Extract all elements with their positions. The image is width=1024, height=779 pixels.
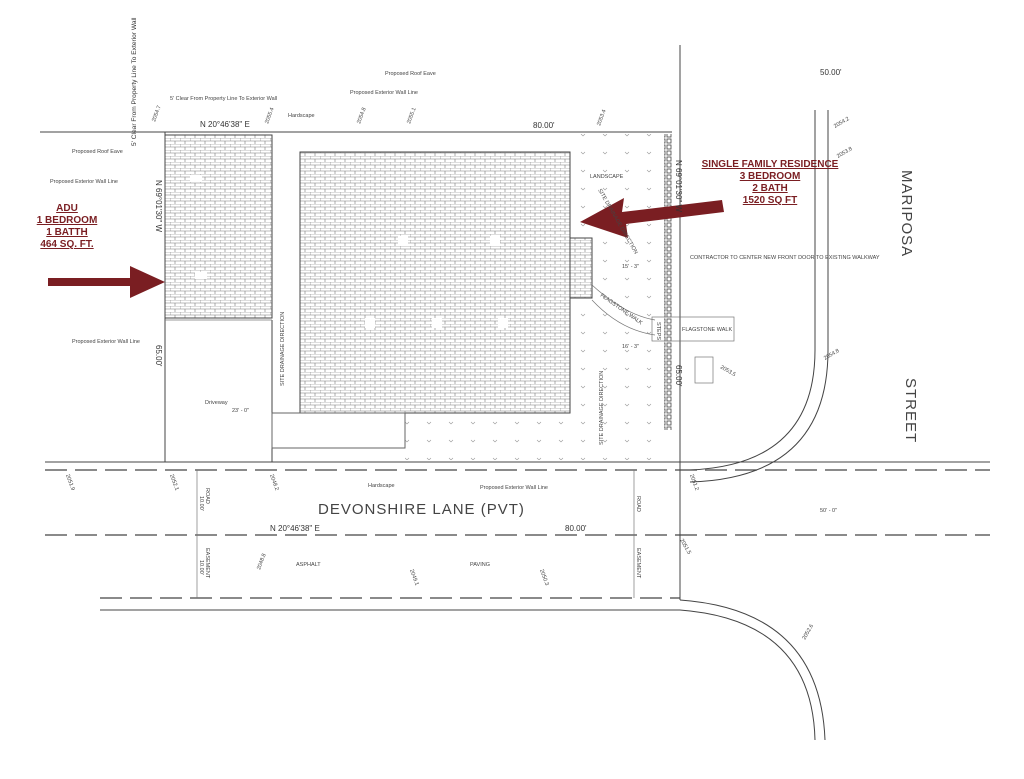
flagstone-walk-path	[591, 299, 656, 336]
svg-text:2051.2: 2051.2	[688, 474, 699, 492]
devonshire-label: DEVONSHIRE LANE (PVT)	[318, 501, 525, 518]
road-label: ROAD	[204, 488, 210, 504]
note-landscape: LANDSCAPE	[590, 174, 624, 180]
note-clear-2: 5' Clear From Property Line To Exterior …	[131, 17, 138, 146]
dim-road-width: 10.00'	[198, 496, 204, 511]
dim-side-bearing: N 69°01'30" W	[154, 180, 163, 232]
dim-easement-width: 10.00'	[198, 560, 204, 575]
dim-road-bearing: N 20°46'38" E	[270, 524, 320, 533]
residence-building	[299, 151, 571, 414]
svg-text:2048.2: 2048.2	[268, 474, 279, 492]
svg-text:2048.8: 2048.8	[256, 553, 267, 571]
dim-east-bearing: N 69°01'30" W	[674, 160, 683, 212]
residence-porch	[569, 237, 593, 299]
dim-walk-1: 15' - 3"	[622, 264, 639, 270]
note-driveway: Driveway	[205, 400, 228, 406]
svg-text:2049.1: 2049.1	[408, 569, 419, 587]
landscape-area-south	[405, 413, 570, 460]
adu-bedrooms: 1 BEDROOM	[37, 215, 98, 226]
svg-text:2054.2: 2054.2	[833, 116, 851, 130]
note-ext-wall-3: Proposed Exterior Wall Line	[350, 90, 418, 96]
note-roof-eave: Proposed Roof Eave	[72, 149, 123, 155]
dim-street-row: 50' - 0"	[820, 508, 837, 514]
dim-east-length: 65.00'	[674, 365, 683, 387]
note-steps: STEPS	[655, 322, 661, 340]
svg-text:2053.8: 2053.8	[836, 146, 854, 160]
adu-building	[164, 134, 273, 319]
street-label: STREET	[902, 378, 919, 443]
dim-walk-2: 16' - 3"	[622, 344, 639, 350]
note-flagstone-2: FLAGSTONE WALK	[682, 327, 732, 333]
note-contractor: CONTRACTOR TO CENTER NEW FRONT DOOR TO E…	[690, 255, 880, 261]
residence-title: SINGLE FAMILY RESIDENCE	[702, 159, 839, 170]
note-ext-wall-2: Proposed Exterior Wall Line	[72, 339, 140, 345]
residence-baths: 2 BATH	[752, 183, 787, 194]
fence	[664, 134, 672, 430]
svg-text:2055.4: 2055.4	[264, 107, 275, 125]
note-hardscape: Hardscape	[288, 113, 315, 119]
svg-text:2055.1: 2055.1	[406, 107, 417, 125]
note-hardscape-2: Hardscape	[368, 483, 395, 489]
note-clear-1: 5' Clear From Property Line To Exterior …	[170, 96, 277, 102]
roof-vents	[190, 175, 508, 328]
flagstone-walk	[651, 316, 735, 342]
svg-text:2052.1: 2052.1	[168, 474, 179, 492]
note-ext-wall-4: Proposed Exterior Wall Line	[480, 485, 548, 491]
adu-arrow	[48, 266, 165, 298]
note-drainage-2: SITE DRAINAGE DIRECTION	[280, 312, 286, 386]
hardscape-patio	[271, 412, 406, 449]
note-asphalt: ASPHALT	[296, 562, 321, 568]
residence-area: 1520 SQ FT	[743, 195, 797, 206]
dim-road-length: 80.00'	[565, 524, 587, 533]
dim-driveway: 23' - 0"	[232, 408, 249, 414]
adu-baths: 1 BATTH	[46, 227, 87, 238]
residence-arrow	[580, 198, 724, 238]
residence-bedrooms: 3 BEDROOM	[740, 171, 801, 182]
svg-text:2050.3: 2050.3	[538, 569, 549, 587]
svg-text:2054.8: 2054.8	[823, 348, 841, 362]
svg-text:2054.7: 2054.7	[151, 105, 162, 123]
easement-label: EASEMENT	[204, 548, 210, 579]
note-paving: PAVING	[470, 562, 490, 568]
note-ext-wall: Proposed Exterior Wall Line	[50, 179, 118, 185]
devonshire-lane	[45, 469, 990, 611]
svg-text:2051.9: 2051.9	[64, 474, 75, 492]
dim-side-length: 65.00'	[154, 345, 163, 367]
svg-text:2053.5: 2053.5	[719, 365, 737, 379]
mariposa-label: MARIPOSA	[898, 170, 915, 257]
easement-label-2: EASEMENT	[635, 548, 641, 579]
mariposa-street	[679, 110, 829, 741]
svg-text:2053.4: 2053.4	[596, 109, 607, 127]
dim-top-bearing: N 20°46'38" E	[200, 120, 250, 129]
adu-title: ADU	[56, 203, 78, 214]
dim-street-width: 50.00'	[820, 68, 842, 77]
adu-area: 464 SQ. FT.	[40, 239, 94, 250]
note-drainage-3: SITE DRAINAGE DIRECTION	[599, 371, 605, 445]
dim-top-length: 80.00'	[533, 121, 555, 130]
note-roof-eave-2: Proposed Roof Eave	[385, 71, 436, 77]
road-label-2: ROAD	[635, 496, 641, 512]
svg-text:2052.6: 2052.6	[802, 623, 816, 641]
svg-text:2054.8: 2054.8	[356, 107, 367, 125]
